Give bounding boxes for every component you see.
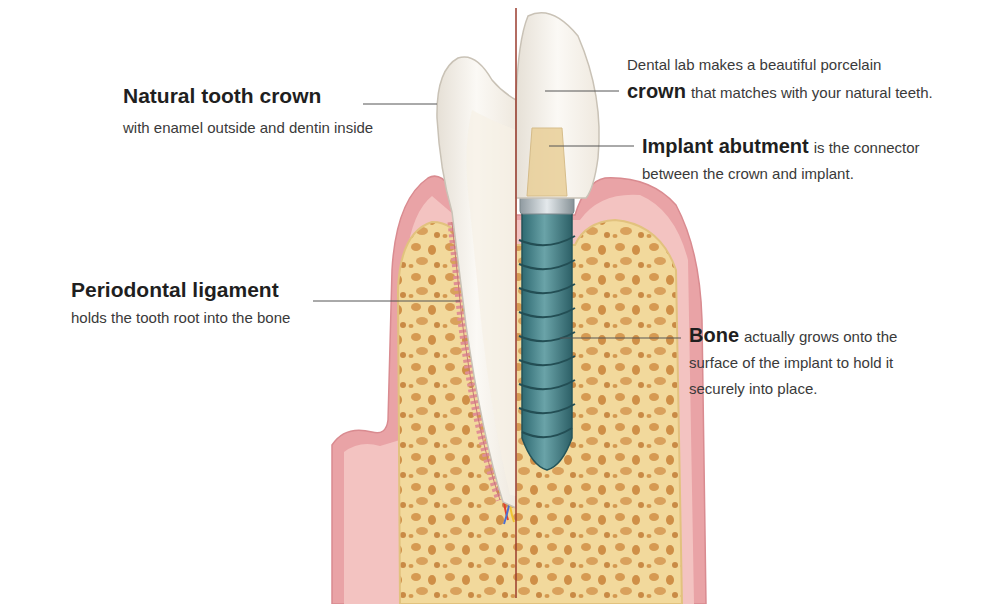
gum — [332, 176, 706, 604]
label-text: holds the tooth root into the bone — [71, 308, 371, 328]
label-group: with enamel outside and dentin inside — [123, 118, 423, 138]
implant-abutment — [527, 128, 567, 196]
porcelain-crown — [516, 13, 599, 198]
label-text: that matches with your natural teeth. — [691, 84, 933, 101]
label-text: with enamel outside and dentin inside — [123, 118, 423, 138]
divider-line — [515, 8, 517, 598]
label-group: Boneactually grows onto the surface of t… — [689, 322, 939, 402]
label-group: Implant abutmentis the connector between… — [642, 133, 962, 187]
natural-tooth — [437, 57, 516, 508]
gum-inner — [344, 195, 694, 604]
label-text: Dental lab makes a beautiful porcelain — [627, 52, 995, 78]
implant-threads — [519, 236, 575, 437]
label-group: Periodontal ligament — [71, 277, 311, 303]
dentin — [466, 110, 516, 496]
label-heading: Implant abutment — [642, 135, 809, 157]
label-heading: Bone — [689, 324, 739, 346]
label-heading: crown — [627, 80, 686, 102]
label-group: Dental lab makes a beautiful porcelaincr… — [627, 52, 995, 106]
label-heading: Natural tooth crown — [123, 83, 383, 109]
label-group: holds the tooth root into the bone — [71, 308, 371, 328]
label-heading: Periodontal ligament — [71, 277, 311, 303]
label-group: Natural tooth crown — [123, 83, 383, 109]
